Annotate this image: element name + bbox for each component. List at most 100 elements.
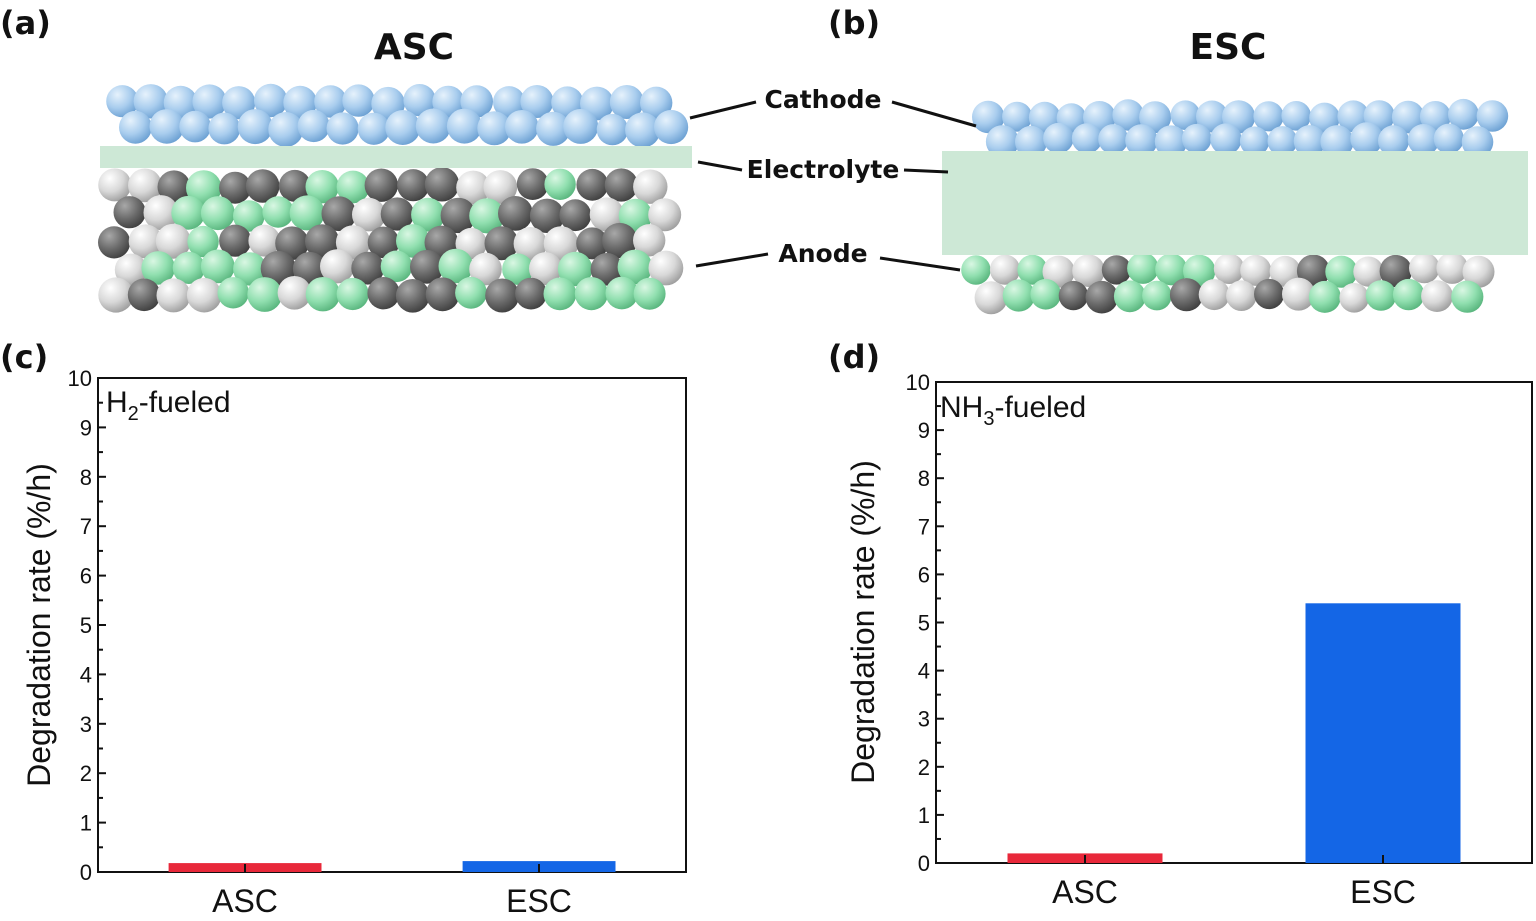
asc-anode-particle bbox=[425, 277, 460, 312]
asc-anode-particle bbox=[410, 249, 444, 284]
asc-anode-particle bbox=[397, 169, 430, 202]
esc-anode-particle bbox=[961, 255, 991, 285]
esc-cathode-particle bbox=[1476, 100, 1509, 132]
asc-anode-particle bbox=[352, 197, 386, 232]
esc-anode-particle bbox=[1142, 280, 1172, 311]
esc-anode-particle bbox=[1002, 279, 1035, 312]
esc-cathode-particle bbox=[1391, 100, 1425, 134]
asc-anode-particle bbox=[648, 250, 684, 286]
asc-anode-particle bbox=[455, 276, 487, 309]
asc-anode-particle bbox=[260, 250, 296, 287]
asc-anode-particle bbox=[529, 252, 562, 286]
chart-d-y-tick-label: 5 bbox=[918, 611, 930, 636]
leader-electrolyte-esc bbox=[903, 168, 949, 174]
asc-anode-particle bbox=[617, 249, 653, 285]
asc-anode-particle bbox=[559, 199, 592, 232]
chart-c-y-tick-label: 4 bbox=[80, 662, 92, 687]
asc-anode-particle bbox=[438, 248, 474, 284]
asc-anode-particle bbox=[440, 197, 476, 234]
asc-electrolyte-layer bbox=[100, 146, 692, 168]
chart-d-annotation-main: NH bbox=[940, 391, 983, 424]
asc-anode-particle bbox=[217, 277, 249, 309]
asc-anode-particle bbox=[469, 198, 505, 234]
esc-cathode-particle bbox=[1378, 125, 1409, 157]
asc-anode-particle bbox=[219, 171, 252, 204]
chart-c-y-tick-label: 5 bbox=[80, 613, 92, 638]
asc-anode-particle bbox=[157, 170, 191, 204]
asc-anode-particle bbox=[483, 170, 518, 204]
asc-anode-particle bbox=[485, 278, 520, 313]
esc-cathode-particle bbox=[1181, 123, 1212, 154]
asc-cathode-particle bbox=[640, 86, 673, 120]
esc-cathode-particle bbox=[1433, 123, 1464, 154]
esc-anode-particle bbox=[1451, 280, 1484, 313]
asc-anode-particle bbox=[513, 227, 547, 261]
chart-d-y-tick-label: 0 bbox=[918, 851, 930, 876]
chart-d-y-tick-label: 6 bbox=[918, 562, 930, 587]
layer-labels: Cathode Electrolyte Anode bbox=[689, 85, 977, 272]
asc-anode-particle bbox=[411, 197, 445, 232]
asc-cathode-particle bbox=[268, 112, 304, 147]
asc-anode-particle bbox=[336, 277, 369, 311]
esc-cathode-particle bbox=[1461, 126, 1494, 158]
asc-cathode-particle bbox=[625, 112, 661, 148]
leader-cathode-esc bbox=[891, 100, 977, 128]
asc-anode-particle bbox=[469, 252, 502, 286]
asc-anode-particle bbox=[456, 170, 491, 205]
esc-anode-particle bbox=[1308, 280, 1341, 313]
asc-cathode-particle bbox=[133, 84, 168, 119]
asc-cathode-particle bbox=[208, 112, 241, 145]
esc-cathode-particle bbox=[1309, 102, 1340, 134]
esc-cathode-particle bbox=[1407, 124, 1440, 156]
asc-anode-particle bbox=[380, 250, 413, 283]
asc-anode-particle bbox=[305, 277, 341, 312]
chart-c-y-tick-label: 7 bbox=[80, 514, 92, 539]
asc-cathode-particle bbox=[237, 109, 273, 145]
asc-anode-particle bbox=[633, 169, 668, 204]
asc-anode-particle bbox=[351, 251, 385, 285]
esc-anode-particle bbox=[1421, 280, 1453, 312]
esc-anode-particle bbox=[989, 254, 1021, 285]
chart-d-y-tick-label: 7 bbox=[918, 514, 930, 539]
asc-cell-schematic bbox=[98, 83, 692, 313]
asc-cathode-particle bbox=[446, 108, 482, 144]
esc-anode-particle bbox=[1017, 254, 1048, 285]
asc-anode-particle bbox=[275, 226, 309, 260]
label-anode: Anode bbox=[778, 239, 867, 268]
asc-anode-particle bbox=[171, 195, 206, 230]
asc-anode-particle bbox=[128, 224, 163, 259]
asc-anode-particle bbox=[155, 223, 191, 259]
asc-cathode-particle bbox=[106, 85, 139, 118]
asc-anode-particle bbox=[277, 276, 312, 310]
esc-anode-particle bbox=[974, 281, 1008, 315]
esc-cathode-particle bbox=[1419, 101, 1451, 132]
asc-cathode-particle bbox=[563, 108, 599, 144]
asc-anode-particle bbox=[543, 277, 577, 311]
asc-anode-particle bbox=[245, 169, 280, 203]
esc-anode-particle bbox=[1353, 256, 1384, 287]
chart-d-y-tick-label: 2 bbox=[918, 755, 930, 780]
chart-c-bars bbox=[168, 861, 616, 872]
esc-anode-particle bbox=[1325, 255, 1358, 288]
asc-anode-particle bbox=[605, 276, 639, 310]
asc-anode-particle bbox=[380, 197, 414, 231]
asc-anode-particle bbox=[114, 253, 148, 286]
esc-cathode-layer bbox=[972, 98, 1509, 159]
asc-cathode-particle bbox=[432, 85, 465, 118]
asc-anode-particle bbox=[515, 277, 547, 310]
esc-anode-particle bbox=[1101, 255, 1132, 285]
esc-anode-particle bbox=[1030, 279, 1061, 310]
asc-cathode-particle bbox=[654, 109, 689, 145]
asc-anode-particle bbox=[127, 278, 161, 312]
esc-anode-particle bbox=[1226, 280, 1257, 312]
esc-cathode-particle bbox=[1210, 123, 1242, 155]
schematic-title-esc: ESC bbox=[1190, 27, 1267, 68]
asc-anode-particle bbox=[292, 251, 327, 286]
asc-anode-particle bbox=[172, 251, 205, 284]
asc-cathode-particle bbox=[342, 84, 375, 117]
chart-d-category-esc: ESC bbox=[1350, 874, 1416, 910]
leader-anode-esc bbox=[879, 256, 961, 272]
asc-cathode-particle bbox=[415, 108, 451, 144]
asc-anode-particle bbox=[127, 168, 162, 203]
